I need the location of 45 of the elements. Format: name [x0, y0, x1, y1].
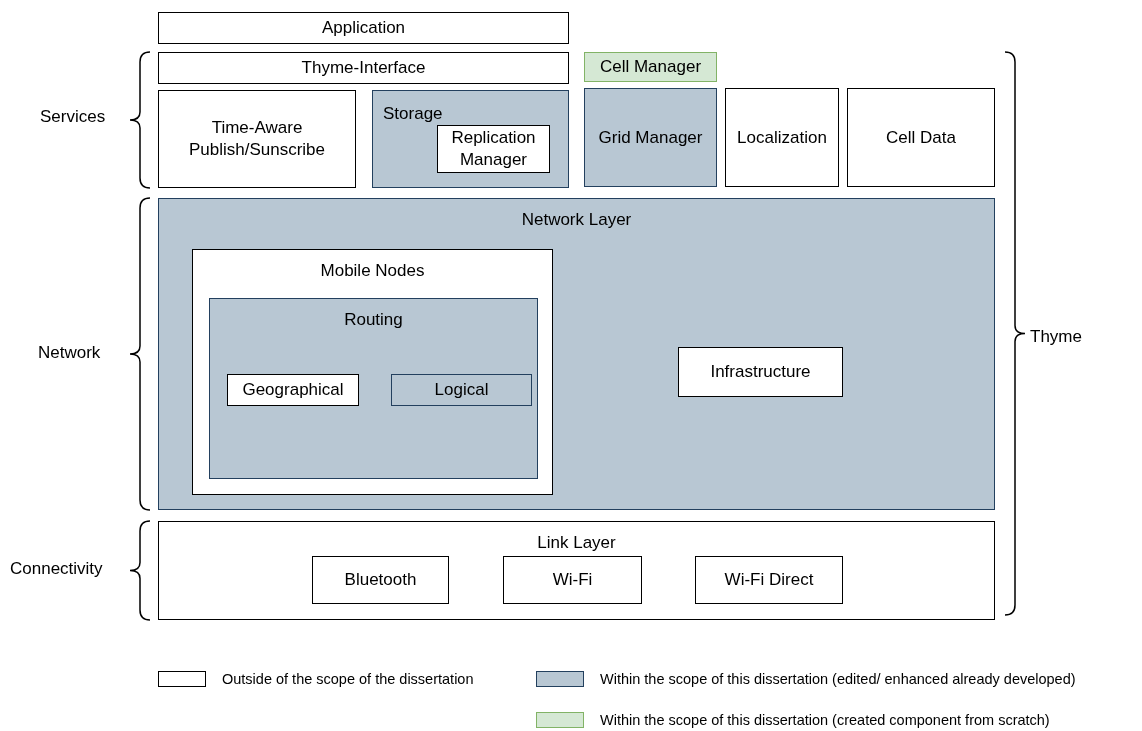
component-label: Localization	[736, 126, 828, 149]
component-box	[391, 374, 532, 406]
component-label: Thyme-Interface	[300, 56, 427, 79]
component-label: Grid Manager	[597, 126, 704, 149]
container-box	[158, 521, 995, 620]
component-box	[695, 556, 843, 604]
component-box	[158, 90, 356, 188]
component-label: Network Layer	[520, 211, 633, 228]
component-box	[584, 88, 717, 187]
component-box	[158, 12, 569, 44]
brace-label: Network	[38, 343, 101, 363]
container-box	[192, 249, 553, 495]
component-label: Routing	[343, 311, 404, 328]
brace-label: Services	[40, 107, 106, 127]
container-box	[372, 90, 569, 188]
component-box	[678, 347, 843, 397]
container-box	[209, 298, 538, 479]
component-label: Wi-Fi	[551, 568, 594, 591]
component-label: Cell Manager	[598, 55, 703, 78]
component-label: Infrastructure	[709, 360, 812, 383]
component-box	[847, 88, 995, 187]
legend-label: Within the scope of this dissertation (edited/ enhanced already developed)	[600, 671, 1076, 687]
component-box	[503, 556, 642, 604]
component-label: Replication Manager	[450, 126, 537, 171]
component-box	[158, 52, 569, 84]
legend-label: Outside of the scope of the dissertation	[222, 671, 474, 687]
component-label: Time-Aware Publish/Sunscribe	[187, 116, 327, 161]
component-label: Cell Data	[885, 126, 957, 149]
component-label: Link Layer	[536, 534, 617, 551]
component-box	[227, 374, 359, 406]
component-label: Wi-Fi Direct	[723, 568, 815, 591]
legend-label: Within the scope of this dissertation (created component from scratch)	[600, 712, 1050, 728]
component-box	[312, 556, 449, 604]
component-label: Storage	[383, 105, 443, 122]
brace-label: Connectivity	[10, 559, 103, 579]
component-box	[437, 125, 550, 173]
component-box	[725, 88, 839, 187]
component-label: Geographical	[241, 378, 345, 401]
component-label: Application	[320, 16, 407, 39]
brace-label: Thyme	[1030, 327, 1082, 347]
component-label: Logical	[433, 378, 490, 401]
component-box	[584, 52, 717, 82]
container-box	[158, 198, 995, 510]
component-label: Mobile Nodes	[319, 262, 426, 279]
component-label: Bluetooth	[343, 568, 418, 591]
